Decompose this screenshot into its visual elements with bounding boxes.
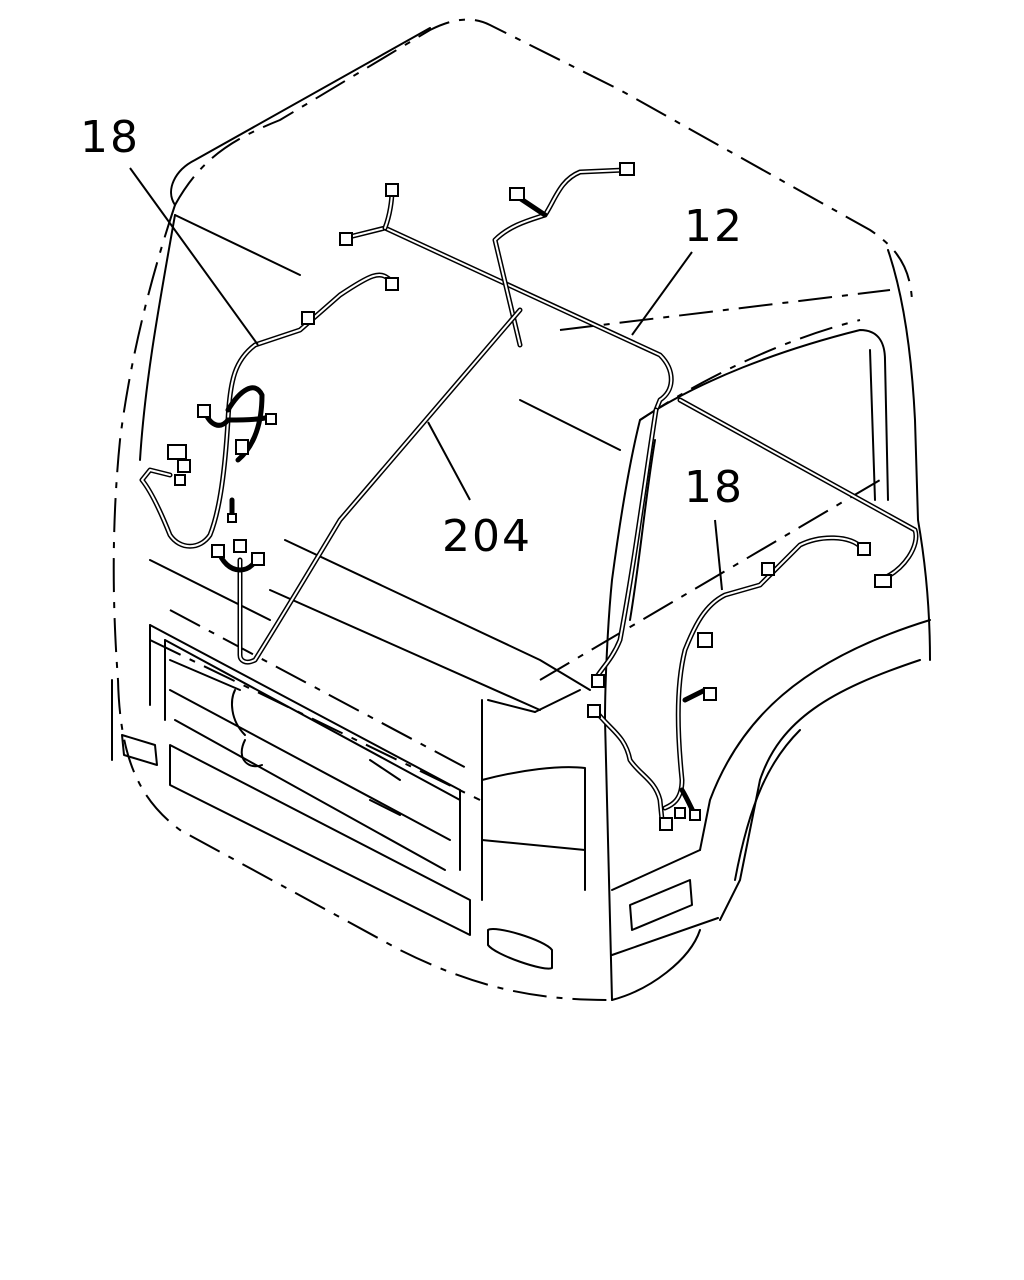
leader-204: [427, 421, 471, 501]
cab-outline: [112, 18, 913, 1001]
callout-204: 204: [442, 511, 532, 562]
callout-leaders: [129, 167, 723, 591]
leader-18-left: [129, 167, 259, 346]
leader-18-right: [714, 519, 723, 591]
cab-body: [111, 27, 931, 1001]
harness-18-left: [139, 272, 399, 549]
harness-204: [211, 307, 523, 665]
callout-12: 12: [684, 201, 744, 252]
harness-18-right: [587, 535, 871, 831]
leader-12: [631, 251, 693, 336]
callout-18-left: 18: [80, 112, 140, 163]
harness-12: [339, 162, 919, 688]
callout-18-right: 18: [684, 462, 744, 513]
